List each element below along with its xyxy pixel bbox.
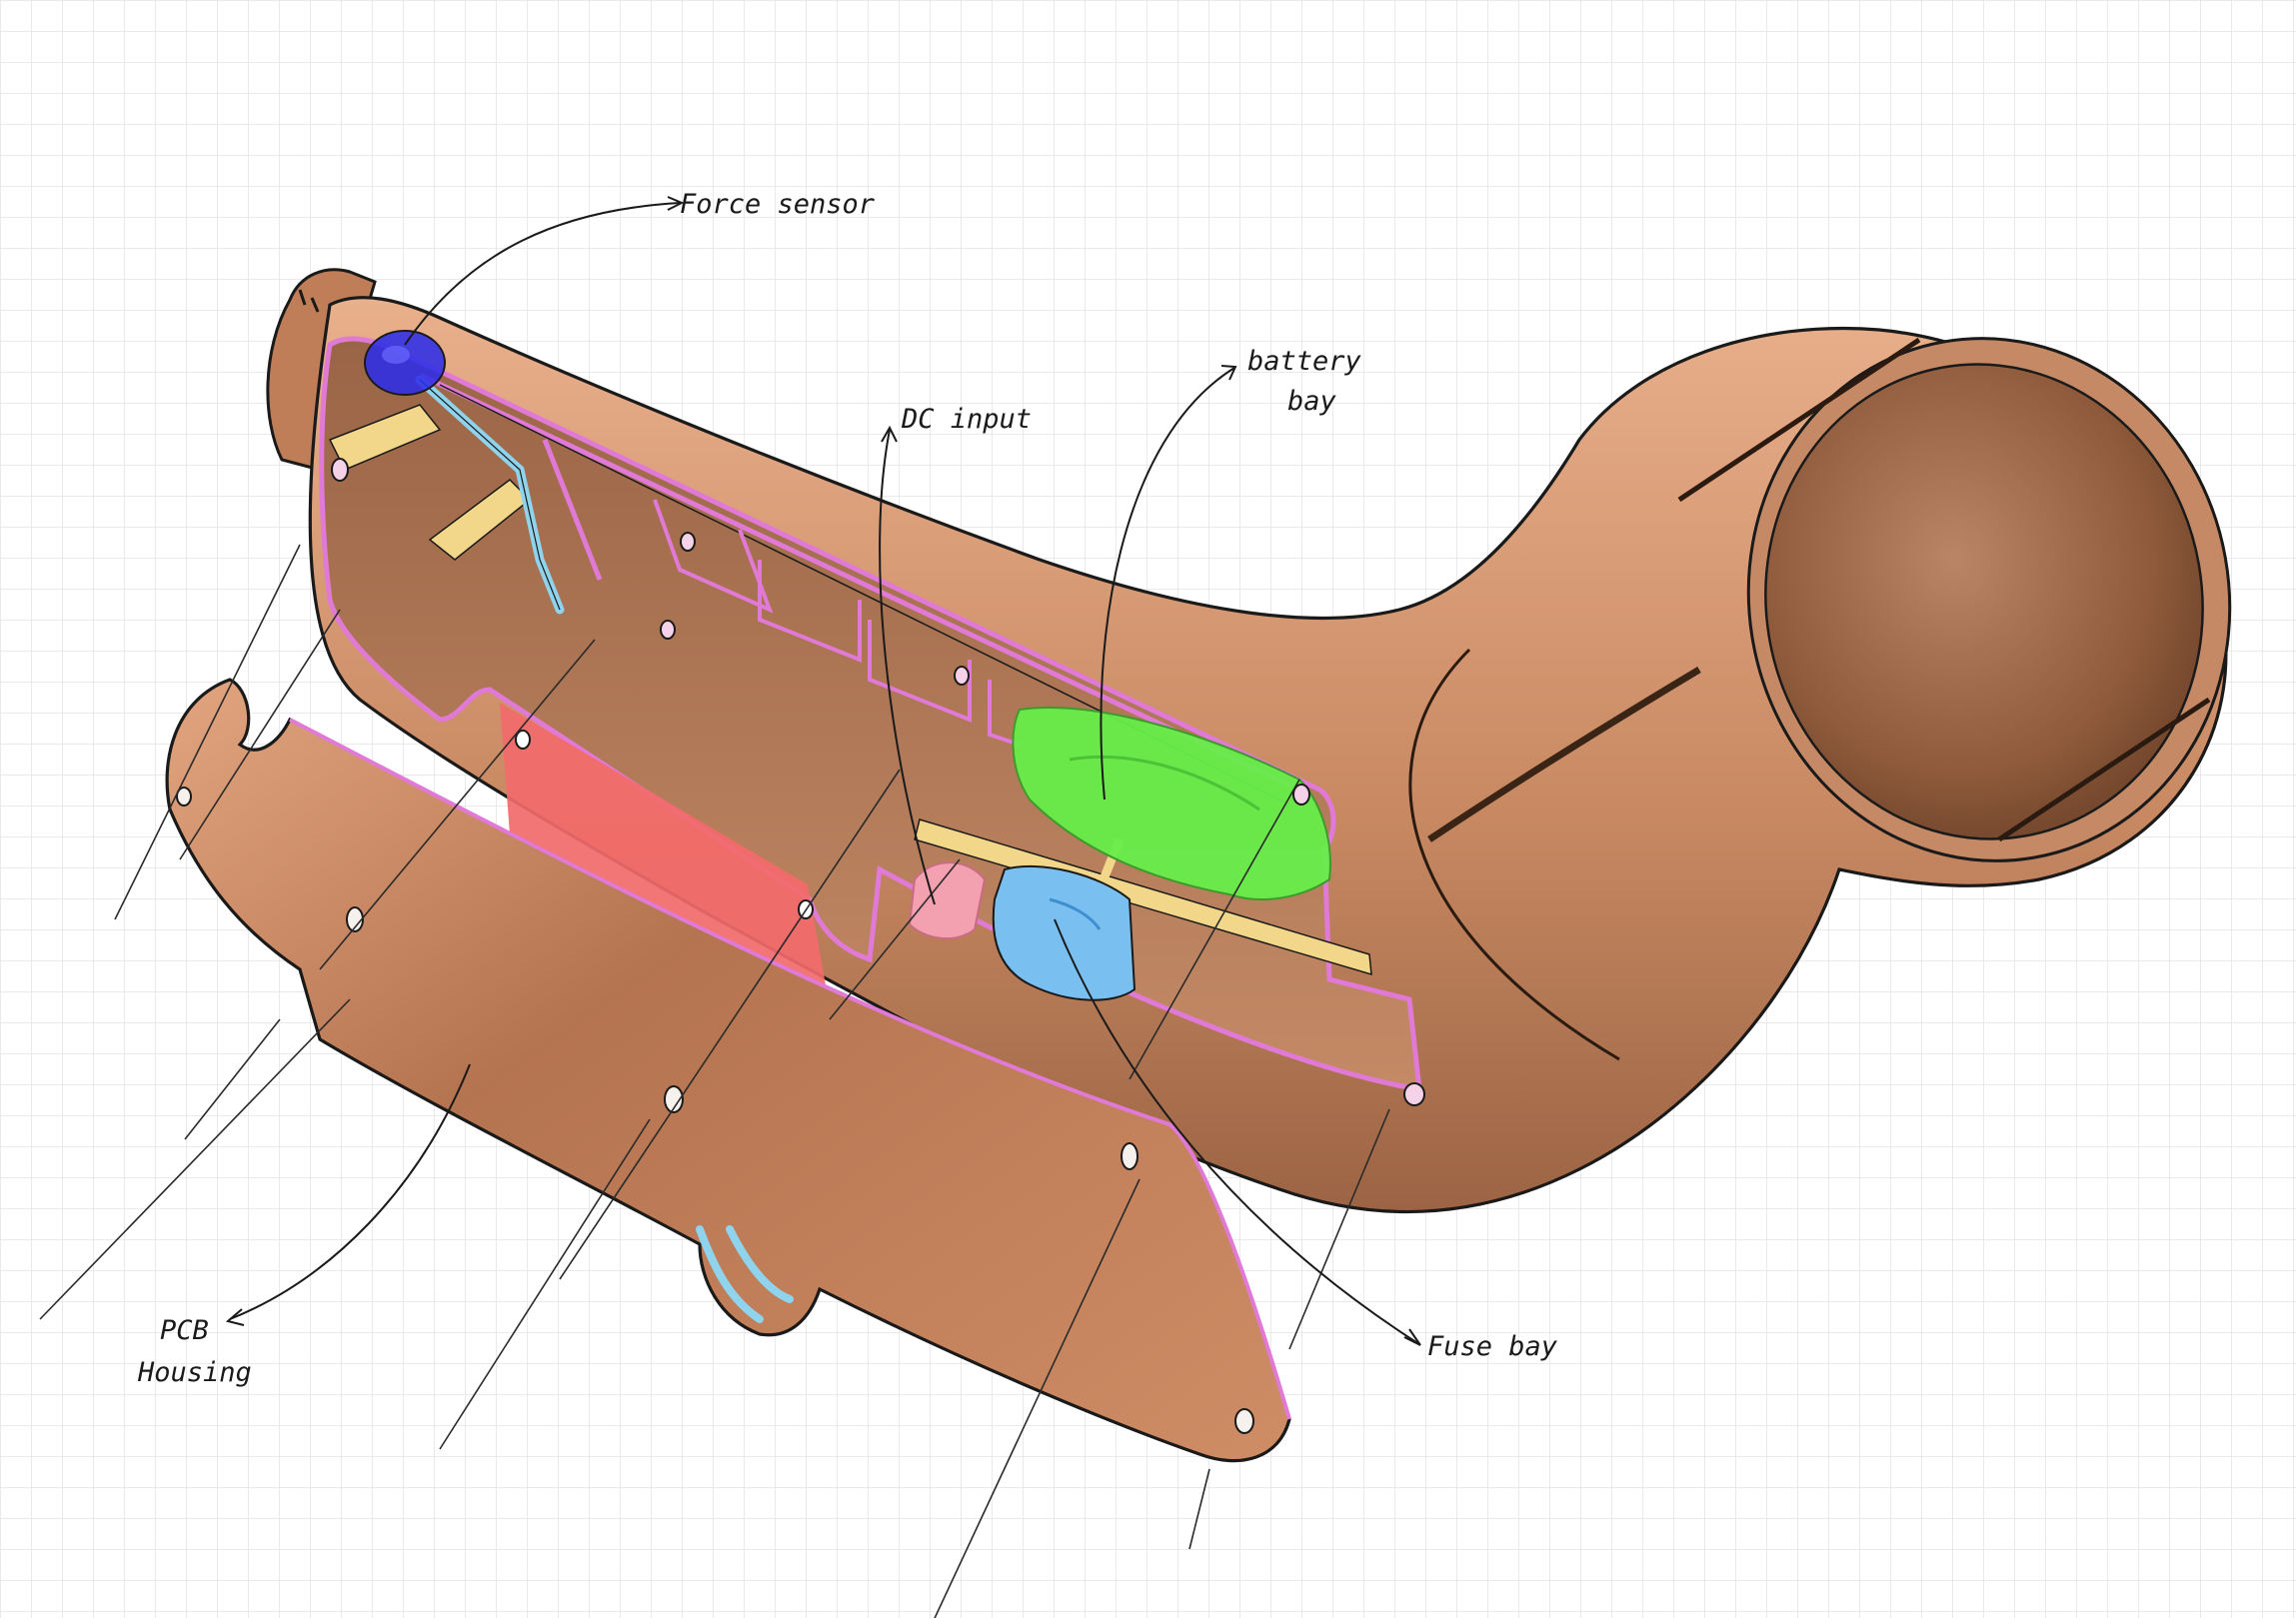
fuse-bay-part	[992, 864, 1137, 1001]
label-pcb-housing-line2: Housing	[137, 1357, 252, 1388]
yellow-rib-long	[914, 818, 1372, 976]
callout-leaders	[225, 196, 1421, 1346]
tube-opening	[1764, 363, 2204, 840]
battery-bay-part	[1012, 707, 1331, 900]
pcb-housing-cover	[165, 678, 1291, 1463]
force-sensor-leader	[404, 202, 681, 346]
pcb-board-part	[500, 703, 830, 1007]
pcb-housing-leader	[229, 1063, 471, 1320]
label-fuse-bay: Fuse bay	[1427, 1331, 1558, 1362]
fuse-bay-leader	[1054, 918, 1420, 1345]
label-battery-bay-line1: battery	[1247, 346, 1362, 377]
label-pcb-housing-line1: PCB	[160, 1315, 209, 1346]
assembly-lines	[39, 544, 1390, 1618]
label-battery-bay-line2: bay	[1287, 386, 1337, 417]
screw-bosses	[331, 458, 1425, 1106]
handle-body	[266, 268, 2232, 1214]
label-dc-input: DC input	[901, 404, 1032, 435]
label-force-sensor: Force sensor	[680, 189, 876, 220]
dc-input-leader	[879, 429, 936, 905]
force-sensor-part	[364, 330, 446, 396]
battery-bay-leader	[1100, 367, 1235, 801]
